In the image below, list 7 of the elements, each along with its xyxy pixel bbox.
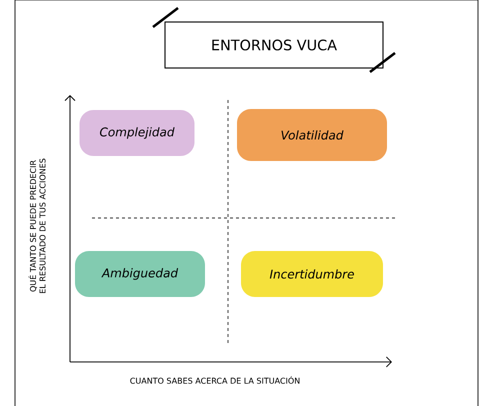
color-blob: Complejidad xyxy=(80,110,194,156)
axis-label: QUÉ TANTO SE PUEDE PREDECIR EL RESULTADO DE TUS ACCIONES xyxy=(28,158,46,293)
color-blob: Ambiguedad xyxy=(75,251,205,297)
color-blob: Volatilidad xyxy=(237,109,387,161)
title-box: ENTORNOS VUCA xyxy=(164,22,384,68)
axis-label: CUANTO SABES ACERCA DE LA SITUACIÓN xyxy=(130,376,300,384)
color-blob: Incertidumbre xyxy=(241,251,383,297)
